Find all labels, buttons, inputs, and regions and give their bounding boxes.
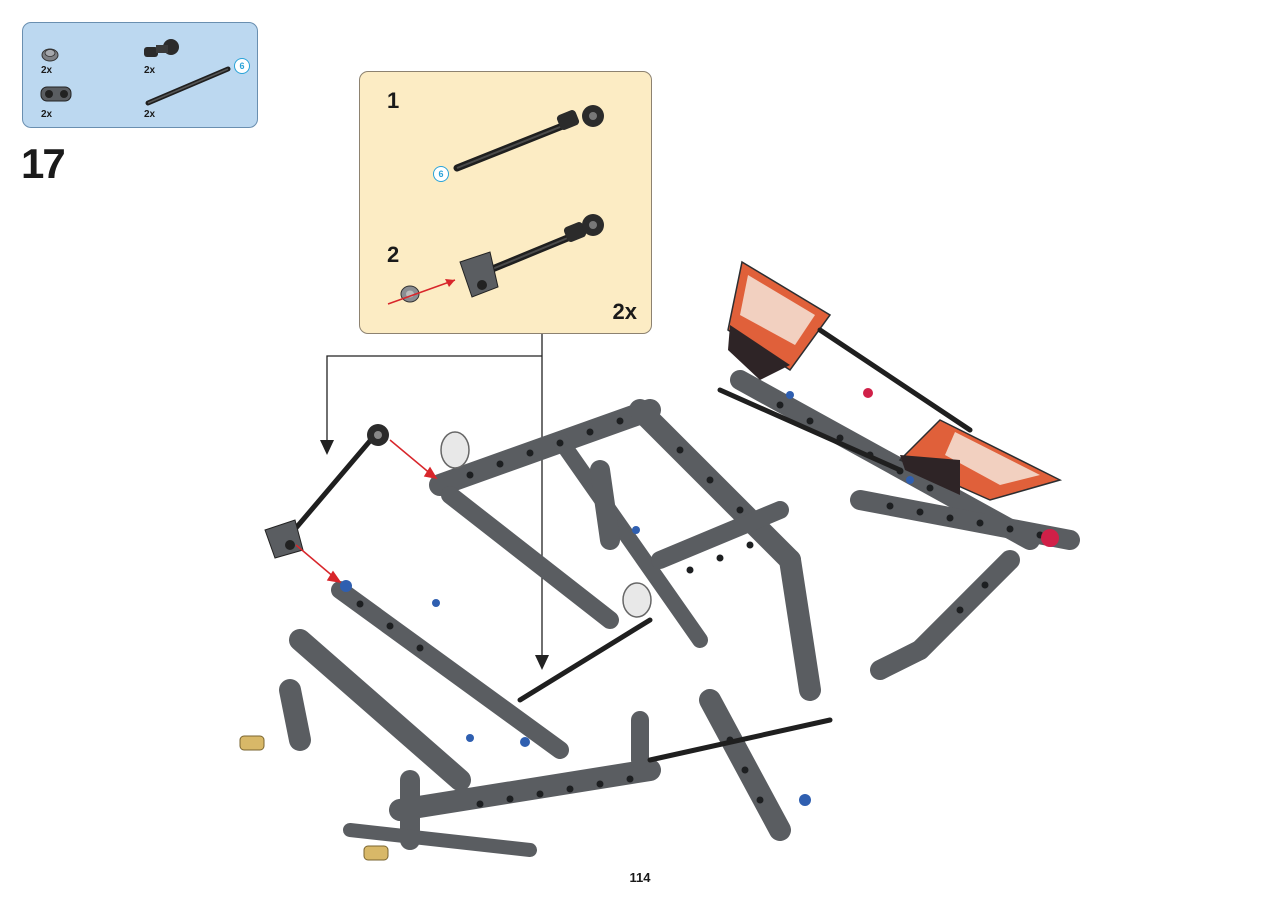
axle-icon — [145, 66, 231, 106]
substep-2-number: 2 — [387, 242, 400, 267]
bush-quantity: 2x — [41, 65, 53, 76]
subassembly-callout: 1 2 6 2x — [359, 71, 652, 334]
model-axles — [287, 327, 973, 763]
tan-pins — [239, 735, 389, 861]
axle-length-badge: 6 — [234, 58, 250, 74]
red-pins — [863, 388, 1059, 547]
substep-2-illustration — [387, 214, 604, 305]
beam-connector-quantity: 2x — [41, 109, 53, 120]
beam-connector-icon — [40, 86, 72, 102]
axle-quantity: 2x — [144, 109, 156, 120]
substep-1-number: 1 — [387, 88, 400, 113]
substep-1-illustration — [453, 105, 604, 172]
axle-connector-icon — [144, 39, 179, 57]
parts-callout: 2x 2x 2x 2x 6 — [22, 22, 258, 128]
parts-icons — [40, 39, 231, 106]
beam-holes — [356, 401, 1044, 808]
leader-arrowhead-left — [320, 440, 334, 455]
subassembly-illustrations — [387, 105, 604, 305]
bush-icon — [41, 48, 59, 62]
chassis-frame — [279, 370, 1080, 857]
page-number: 114 — [629, 870, 651, 885]
substep-axle-length-badge: 6 — [433, 166, 449, 182]
new-axle-assembly — [264, 424, 389, 559]
subassembly-multiplier: 2x — [612, 299, 637, 324]
insertion-arrows — [295, 439, 438, 584]
callout-leader-lines — [326, 334, 543, 660]
leader-arrowhead-center — [535, 655, 549, 670]
headlight-pieces — [440, 431, 652, 618]
step-number: 17 — [21, 140, 66, 187]
axle-connector-quantity: 2x — [144, 65, 156, 76]
blue-pins — [340, 391, 1056, 806]
fairing-panels — [727, 260, 1063, 501]
